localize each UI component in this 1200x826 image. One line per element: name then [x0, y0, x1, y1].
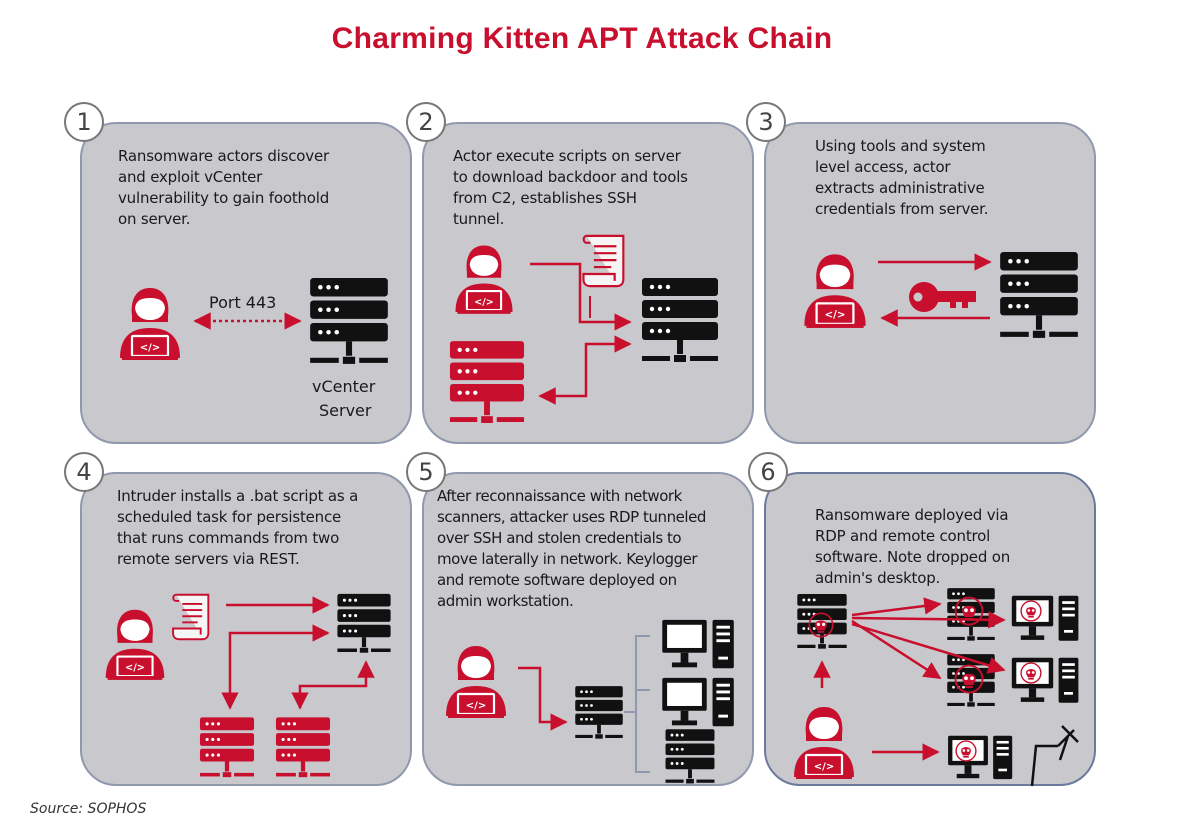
step-3-number: 3	[746, 102, 786, 142]
port-label: Port 443	[209, 293, 277, 312]
step-6-number: 6	[748, 452, 788, 492]
server-label: Server	[319, 401, 372, 420]
diagram-title: Charming Kitten APT Attack Chain	[331, 22, 833, 55]
step-1-number: 1	[64, 102, 104, 142]
step-5-number: 5	[406, 452, 446, 492]
vcenter-label: vCenter	[312, 377, 376, 396]
step-4-number: 4	[64, 452, 104, 492]
step-2-number: 2	[406, 102, 446, 142]
source-caption: Source: SOPHOS	[30, 801, 147, 817]
